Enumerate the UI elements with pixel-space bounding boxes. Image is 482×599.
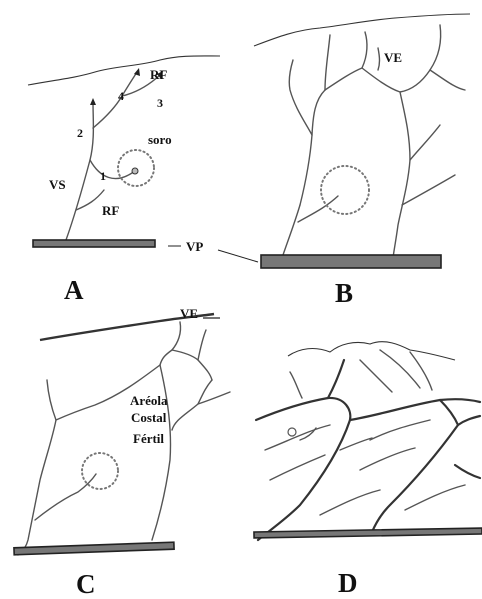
vein-left-b xyxy=(300,90,325,205)
label-3: 3 xyxy=(157,96,163,110)
vein-right-b2 xyxy=(430,70,465,90)
leaf-margin-a xyxy=(28,56,220,85)
label-areola-1: Aréola xyxy=(130,393,168,408)
vein-ve-c3 xyxy=(198,330,206,360)
leaf-margin-d xyxy=(288,342,455,360)
vein-mid-b2 xyxy=(393,92,410,258)
label-ve-b: VE xyxy=(384,50,402,65)
vein-mid-b xyxy=(362,68,430,92)
vein-mid-c xyxy=(152,365,171,540)
vein-thick-7-d xyxy=(455,465,480,478)
vein-right-c xyxy=(172,380,212,430)
vein-thick-2-d xyxy=(328,360,344,398)
panel-letter-d: D xyxy=(338,568,358,598)
label-vp: VP xyxy=(186,239,203,254)
vein-thin-4-d xyxy=(410,352,432,390)
vein-thin-8-d xyxy=(360,448,415,470)
vein-thin-10-d xyxy=(405,485,465,510)
vein-sorus-c xyxy=(35,474,96,520)
vein-right-b xyxy=(430,25,441,70)
label-areola-3: Fértil xyxy=(133,431,164,446)
vp-pointer-right xyxy=(218,250,258,262)
costa-a xyxy=(33,240,155,247)
costa-b xyxy=(261,255,441,268)
label-vs: VS xyxy=(49,177,66,192)
label-2: 2 xyxy=(77,126,83,140)
vein-ve-b xyxy=(378,48,380,70)
vein-thin-11-d xyxy=(340,438,372,450)
vein-thin-1-d xyxy=(290,372,302,398)
label-areola-2: Costal xyxy=(131,410,167,425)
label-ve-c: VE xyxy=(180,306,198,321)
vein-left-b2 xyxy=(289,60,312,135)
costa-d xyxy=(254,528,482,538)
vein-thin-6-d xyxy=(270,455,325,480)
vein-thick-4-d xyxy=(350,399,480,420)
panel-letter-b: B xyxy=(335,278,353,308)
panel-letter-a: A xyxy=(64,275,84,305)
label-4: 4 xyxy=(118,89,124,103)
vein-thin-5-d xyxy=(265,425,330,450)
label-soro: soro xyxy=(148,132,172,147)
vein-right-b4 xyxy=(402,175,455,205)
costa-c xyxy=(14,542,174,555)
leaf-margin-b xyxy=(254,14,470,46)
label-rf-top: RF xyxy=(150,67,167,82)
vein-ve-c2 xyxy=(172,350,212,380)
vein-sorus-b xyxy=(298,196,338,222)
vein-upper-b2 xyxy=(325,35,330,90)
sorus-receptacle-a xyxy=(132,168,138,174)
arrow-tip-2 xyxy=(90,98,96,105)
vein-thick-6-d xyxy=(458,416,480,425)
sorus-b xyxy=(321,166,369,214)
vein-right-b3 xyxy=(410,125,440,160)
vein-left-c2 xyxy=(18,420,56,555)
panel-c: VE Aréola Costal Fértil C xyxy=(14,306,230,599)
vein-ve-c xyxy=(160,322,181,365)
vein-upper-b xyxy=(325,32,367,90)
panel-letter-c: C xyxy=(76,569,96,599)
vein-vs-a xyxy=(66,102,93,240)
label-rf-bottom: RF xyxy=(102,203,119,218)
panel-a: RF 4 3 2 soro VS 1 RF A xyxy=(28,56,220,305)
vein-thin-3-d xyxy=(380,350,420,388)
vein-thick-1-d xyxy=(256,398,350,420)
label-1: 1 xyxy=(100,169,106,183)
vein-branch-4-a xyxy=(93,72,137,128)
vein-thin-7-d xyxy=(370,420,430,440)
vein-thin-2-d xyxy=(360,360,392,392)
vein-branch-1-a xyxy=(90,160,132,179)
panel-b: VE VP B xyxy=(168,14,470,308)
vein-lower-b xyxy=(282,205,300,258)
panel-d: D xyxy=(254,342,482,598)
sorus-d xyxy=(288,428,296,436)
vein-thin-9-d xyxy=(320,490,380,515)
vein-thick-5-d xyxy=(372,400,458,532)
